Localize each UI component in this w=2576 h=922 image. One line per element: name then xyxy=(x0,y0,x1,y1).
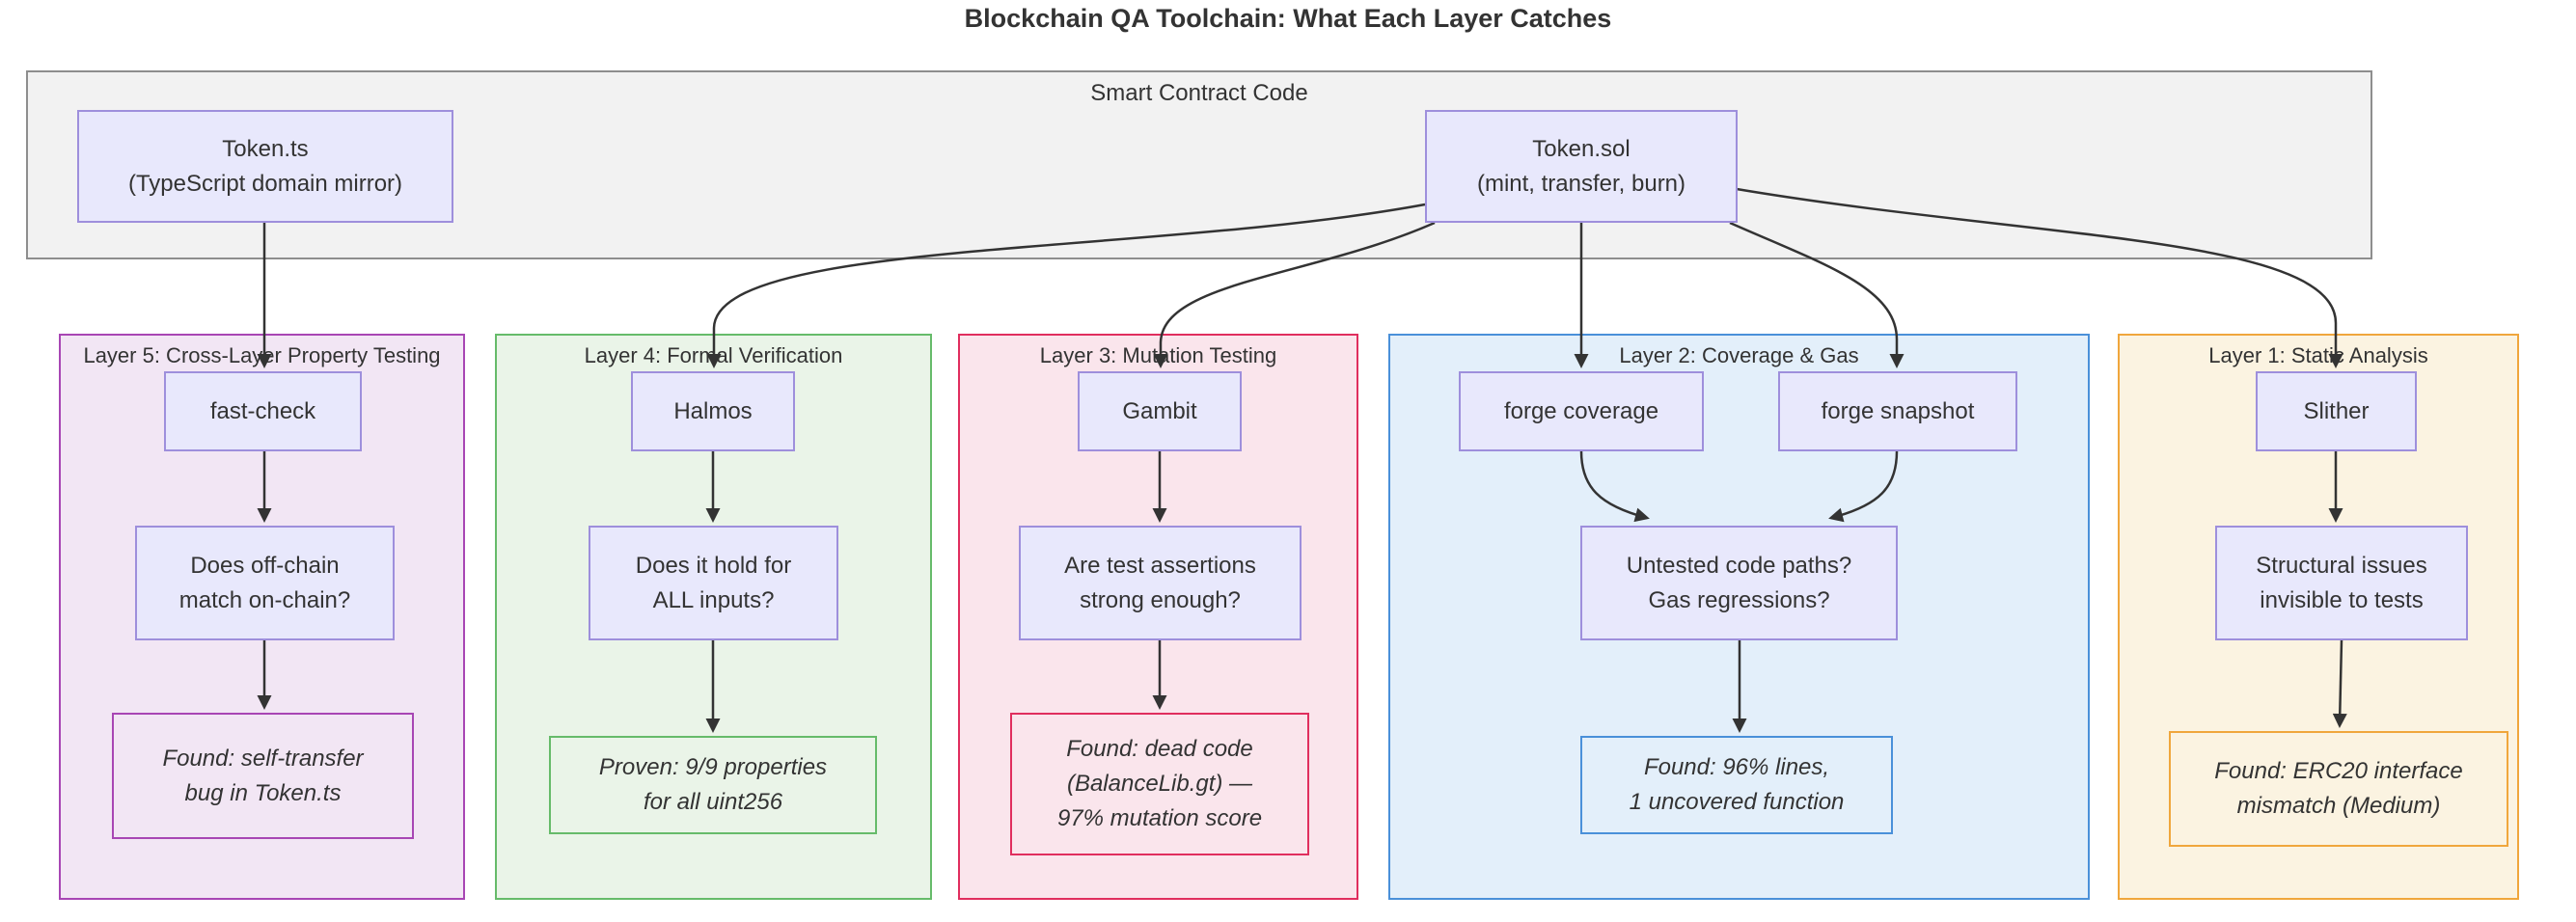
question-layer-3-line1: Are test assertions xyxy=(1064,552,1256,579)
tool-node-forge-snapshot-label: forge snapshot xyxy=(1821,397,1975,424)
result-node-layer-4: Proven: 9/9 properties for all uint256 xyxy=(549,736,877,834)
tool-node-fast-check-label: fast-check xyxy=(209,397,316,424)
question-layer-2-line2: Gas regressions? xyxy=(1648,586,1830,613)
tool-node-halmos: Halmos xyxy=(631,371,795,451)
result-layer-3-line3: 97% mutation score xyxy=(1056,805,1263,831)
tool-node-forge-coverage: forge coverage xyxy=(1459,371,1704,451)
node-token-ts: Token.ts (TypeScript domain mirror) xyxy=(77,110,453,223)
edge-tokensol-slither xyxy=(1736,187,2343,368)
question-layer-4-line1: Does it hold for xyxy=(635,552,792,579)
result-layer-3-line1: Found: dead code xyxy=(1066,736,1253,762)
result-layer-1-line1: Found: ERC20 interface xyxy=(2214,758,2463,784)
edge-question1-result1 xyxy=(2332,639,2347,728)
question-layer-1-line2: invisible to tests xyxy=(2260,586,2424,613)
result-layer-4-line2: for all uint256 xyxy=(643,789,783,815)
result-layer-1-line2: mismatch (Medium) xyxy=(2236,793,2441,819)
result-layer-5-line1: Found: self-transfer xyxy=(162,745,364,772)
node-token-sol-line2: (mint, transfer, burn) xyxy=(1476,170,1686,197)
cluster-layer-2-title: Layer 2: Coverage & Gas xyxy=(1619,343,1859,367)
result-node-layer-1: Found: ERC20 interface mismatch (Medium) xyxy=(2169,731,2508,847)
question-layer-2-line1: Untested code paths? xyxy=(1626,552,1852,579)
question-layer-1-line1: Structural issues xyxy=(2256,552,2427,579)
cluster-layer-1-title: Layer 1: Static Analysis xyxy=(2208,343,2428,367)
result-layer-2-line2: 1 uncovered function xyxy=(1629,789,1845,815)
result-layer-5-line2: bug in Token.ts xyxy=(184,779,342,806)
question-node-layer-1: Structural issues invisible to tests xyxy=(2215,526,2468,640)
result-node-layer-5: Found: self-transfer bug in Token.ts xyxy=(112,713,414,839)
result-layer-3-line2: (BalanceLib.gt) — xyxy=(1066,771,1253,797)
edge-tokensol-gambit xyxy=(1153,221,1436,368)
tool-node-forge-coverage-label: forge coverage xyxy=(1503,397,1659,424)
result-node-layer-3: Found: dead code (BalanceLib.gt) — 97% m… xyxy=(1010,713,1309,855)
tool-node-forge-snapshot: forge snapshot xyxy=(1778,371,2017,451)
tool-node-gambit-label: Gambit xyxy=(1122,397,1197,424)
node-token-ts-line2: (TypeScript domain mirror) xyxy=(127,170,403,197)
tool-node-slither: Slither xyxy=(2256,371,2417,451)
question-node-layer-4: Does it hold for ALL inputs? xyxy=(589,526,838,640)
node-token-ts-line1: Token.ts xyxy=(222,135,309,162)
question-layer-5-line1: Does off-chain xyxy=(190,552,340,579)
question-layer-4-line2: ALL inputs? xyxy=(652,586,775,613)
edge-tokensol-forgesnapshot xyxy=(1729,221,1905,368)
tool-node-gambit: Gambit xyxy=(1078,371,1242,451)
question-node-layer-3: Are test assertions strong enough? xyxy=(1019,526,1302,640)
tool-node-halmos-label: Halmos xyxy=(673,397,753,424)
node-token-sol-line1: Token.sol xyxy=(1532,135,1631,162)
question-node-layer-5: Does off-chain match on-chain? xyxy=(135,526,395,640)
tool-node-slither-label: Slither xyxy=(2303,397,2370,424)
result-node-layer-2: Found: 96% lines, 1 uncovered function xyxy=(1580,736,1893,834)
edge-forgecoverage-question2 xyxy=(1579,450,1650,523)
edge-tokensol-halmos xyxy=(706,203,1426,368)
cluster-smart-contract-code-title: Smart Contract Code xyxy=(1090,80,1308,106)
edge-forgesnapshot-question2 xyxy=(1828,450,1899,523)
question-layer-3-line2: strong enough? xyxy=(1080,586,1241,613)
question-node-layer-2: Untested code paths? Gas regressions? xyxy=(1580,526,1898,640)
result-layer-4-line1: Proven: 9/9 properties xyxy=(598,754,828,780)
diagram-title: Blockchain QA Toolchain: What Each Layer… xyxy=(964,4,1612,33)
result-layer-2-line1: Found: 96% lines, xyxy=(1643,754,1830,780)
node-token-sol: Token.sol (mint, transfer, burn) xyxy=(1425,110,1738,223)
tool-node-fast-check: fast-check xyxy=(164,371,362,451)
question-layer-5-line2: match on-chain? xyxy=(178,586,351,613)
